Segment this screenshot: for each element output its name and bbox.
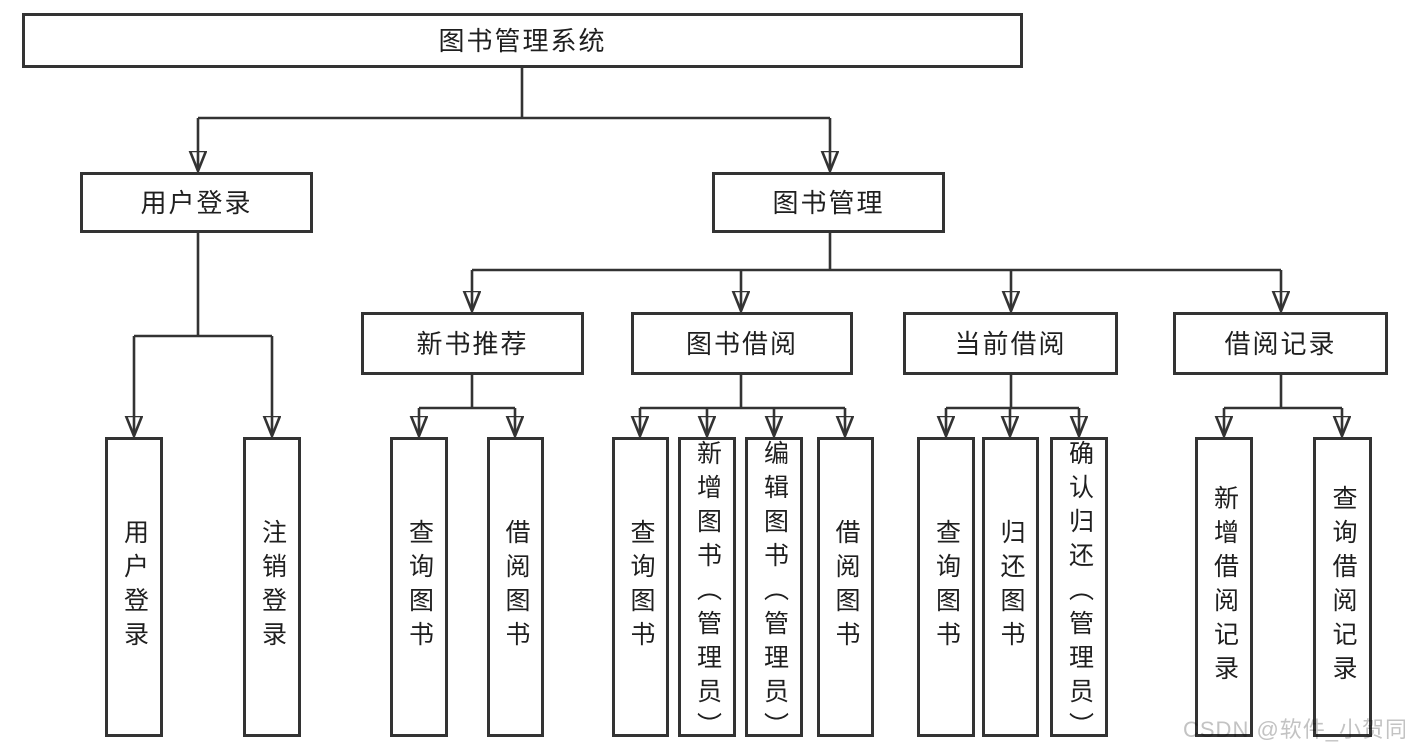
leaf-edit-books-admin: 编辑图书（管理员） — [745, 437, 803, 746]
node-user-login: 用户登录 — [80, 172, 313, 233]
node-label: 用户登录 — [140, 187, 253, 218]
node-label: 图书管理 — [772, 187, 885, 218]
leaf-query-borrow-record: 查询借阅记录 — [1313, 437, 1372, 737]
leaf-user-login: 用户登录 — [105, 437, 163, 737]
leaf-query-books-borrow: 查询图书 — [612, 437, 669, 737]
node-label: 图书借阅 — [685, 328, 798, 359]
leaf-borrow-books-recommend: 借阅图书 — [487, 437, 544, 737]
leaf-add-borrow-record: 新增借阅记录 — [1195, 437, 1253, 737]
leaf-return-books: 归还图书 — [982, 437, 1039, 737]
node-label: 确认归还（管理员） — [1065, 440, 1094, 746]
node-label: 查询图书 — [932, 519, 961, 655]
node-current-borrow: 当前借阅 — [903, 312, 1118, 375]
leaf-confirm-return-admin: 确认归还（管理员） — [1050, 437, 1108, 746]
node-label: 注销登录 — [258, 519, 287, 655]
node-label: 归还图书 — [997, 519, 1025, 655]
leaf-add-books-admin: 新增图书（管理员） — [678, 437, 736, 746]
node-label: 新增图书（管理员） — [693, 440, 722, 746]
node-label: 新增借阅记录 — [1210, 485, 1239, 689]
node-label: 新书推荐 — [416, 328, 529, 359]
node-borrow-records: 借阅记录 — [1173, 312, 1388, 375]
node-label: 当前借阅 — [954, 328, 1067, 359]
node-library-management-system: 图书管理系统 — [22, 13, 1023, 68]
node-label: 编辑图书（管理员） — [760, 440, 789, 746]
node-label: 借阅图书 — [832, 519, 860, 655]
node-label: 查询图书 — [405, 519, 434, 655]
node-book-management: 图书管理 — [712, 172, 945, 233]
node-label: 借阅记录 — [1224, 328, 1337, 359]
node-label: 借阅图书 — [502, 519, 530, 655]
node-label: 查询图书 — [627, 519, 655, 655]
node-book-borrow: 图书借阅 — [631, 312, 853, 375]
leaf-logout: 注销登录 — [243, 437, 301, 737]
node-new-book-recommend: 新书推荐 — [361, 312, 584, 375]
node-label: 用户登录 — [120, 519, 149, 655]
node-label: 图书管理系统 — [438, 25, 607, 56]
leaf-query-books-current: 查询图书 — [917, 437, 975, 737]
watermark-text: CSDN @软件_小贺同学 — [1183, 717, 1405, 742]
leaf-query-books-recommend: 查询图书 — [390, 437, 448, 737]
leaf-borrow-books: 借阅图书 — [817, 437, 874, 737]
node-label: 查询借阅记录 — [1329, 485, 1357, 689]
